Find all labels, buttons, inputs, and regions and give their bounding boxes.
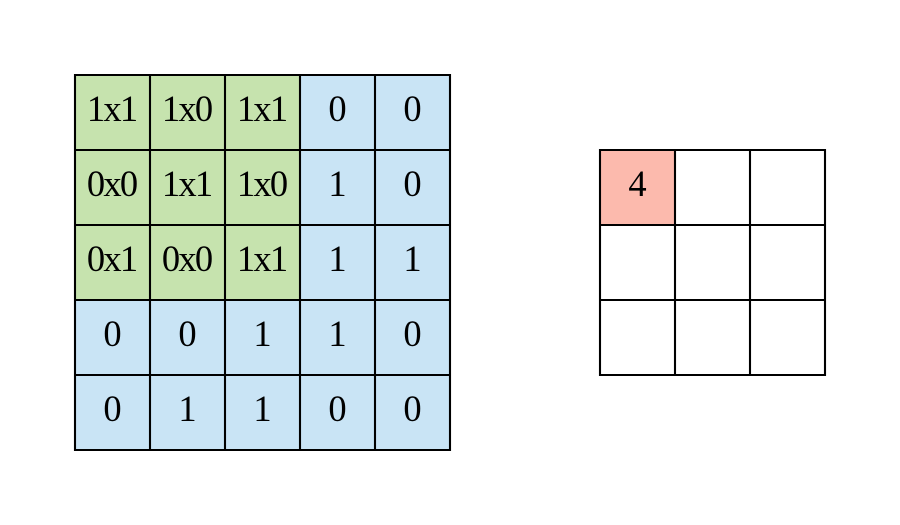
svg-text:1: 1 bbox=[178, 388, 196, 429]
svg-text:0: 0 bbox=[403, 313, 421, 354]
svg-text:0x0: 0x0 bbox=[87, 163, 138, 204]
svg-text:1: 1 bbox=[253, 388, 271, 429]
svg-text:1x1: 1x1 bbox=[162, 163, 213, 204]
svg-text:0: 0 bbox=[103, 388, 121, 429]
svg-text:1: 1 bbox=[328, 163, 346, 204]
svg-text:0: 0 bbox=[403, 388, 421, 429]
svg-text:0x1: 0x1 bbox=[87, 238, 138, 279]
svg-text:0: 0 bbox=[178, 313, 196, 354]
svg-text:1x1: 1x1 bbox=[87, 88, 138, 129]
svg-text:1: 1 bbox=[253, 313, 271, 354]
svg-text:0: 0 bbox=[403, 163, 421, 204]
svg-text:0: 0 bbox=[328, 88, 346, 129]
svg-text:1x0: 1x0 bbox=[237, 163, 288, 204]
svg-text:0x0: 0x0 bbox=[162, 238, 213, 279]
svg-text:4: 4 bbox=[628, 163, 646, 204]
svg-text:1: 1 bbox=[403, 238, 421, 279]
svg-text:0: 0 bbox=[403, 88, 421, 129]
svg-text:1x1: 1x1 bbox=[237, 238, 288, 279]
svg-text:0: 0 bbox=[328, 388, 346, 429]
svg-text:1x1: 1x1 bbox=[237, 88, 288, 129]
svg-text:1: 1 bbox=[328, 238, 346, 279]
svg-text:1: 1 bbox=[328, 313, 346, 354]
svg-text:0: 0 bbox=[103, 313, 121, 354]
svg-text:1x0: 1x0 bbox=[162, 88, 213, 129]
